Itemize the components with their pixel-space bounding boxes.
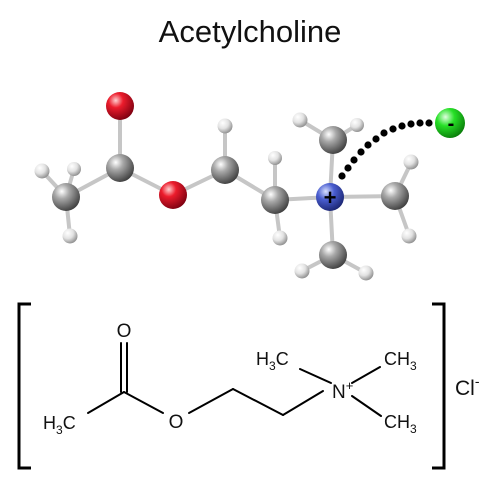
- hydrogen-atom: [403, 154, 419, 170]
- ionic-interaction-dots: [338, 119, 433, 180]
- formula-bonds: [87, 342, 382, 417]
- hydrogen-atom: [358, 265, 374, 281]
- methyl-upper-right-label: CH3: [384, 349, 417, 373]
- hydrogen-atom: [350, 118, 364, 132]
- carbonyl-carbon-atom: [106, 154, 134, 182]
- hydrogen-atom: [268, 151, 282, 165]
- methyl-upper-left-label: H3C: [256, 349, 289, 373]
- nitrogen-atom: [316, 183, 344, 211]
- methyl-carbon-atom: [52, 183, 80, 211]
- hydrogen-atom: [67, 162, 81, 176]
- chloride-charge: -: [448, 113, 455, 135]
- ester-oxygen-atom: [159, 181, 187, 209]
- methyl-lower-right-label: CH3: [384, 412, 417, 436]
- ball-and-stick-model: + -: [34, 92, 465, 281]
- hydrogen-atom: [34, 163, 50, 179]
- hydrogen-atom: [217, 118, 233, 134]
- hydrogen-atom: [294, 263, 310, 279]
- carbonyl-oxygen-atom: [106, 92, 134, 120]
- hydrogen-atom: [292, 112, 308, 128]
- molecule-title: Acetylcholine: [158, 14, 342, 49]
- hydrogen-atom: [62, 228, 78, 244]
- hydrogen-atom: [272, 230, 288, 246]
- right-bracket: [432, 302, 446, 470]
- hydrogen-atoms: [34, 112, 419, 281]
- structural-formula: H3C O O N+ H3C CH3 CH3 Cl-: [17, 302, 480, 470]
- ester-oxygen-label: O: [169, 412, 184, 433]
- methyl-carbon-atom: [319, 126, 347, 154]
- chloride-atom: [435, 108, 465, 138]
- methyl-carbon-atom: [319, 241, 347, 269]
- left-bracket: [17, 302, 31, 470]
- hydrogen-atom: [401, 228, 417, 244]
- methylene-carbon-atom: [261, 186, 289, 214]
- methyl-group-label: H3C: [43, 413, 76, 437]
- chloride-counter-ion-label: Cl-: [455, 373, 480, 400]
- methyl-carbon-atom: [381, 182, 409, 210]
- nitrogen-charge: +: [324, 185, 337, 210]
- carbonyl-oxygen-label: O: [117, 321, 132, 342]
- methylene-carbon-atom: [211, 156, 239, 184]
- nitrogen-label: N+: [332, 378, 353, 403]
